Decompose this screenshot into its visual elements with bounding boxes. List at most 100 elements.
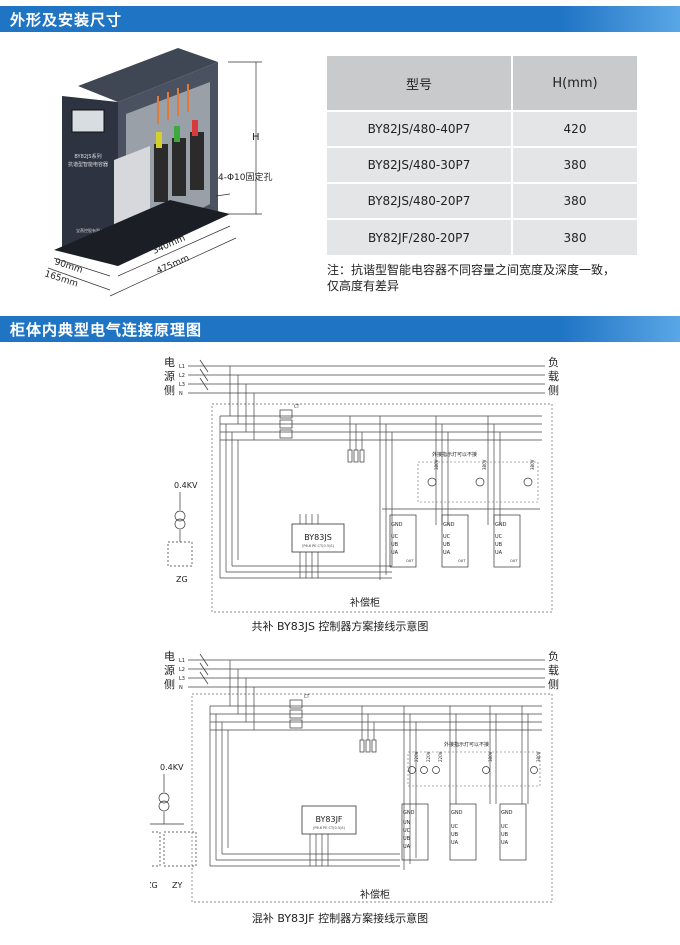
lamp-group xyxy=(407,751,541,787)
panel-text-1: BY82JS系列 xyxy=(74,153,101,160)
bus-lines xyxy=(188,359,545,394)
lamp-voltage: 220V xyxy=(414,751,419,762)
lamp-voltage: 380V xyxy=(434,459,439,470)
fan-fins xyxy=(157,84,189,124)
load-side-char: 载 xyxy=(548,370,559,383)
zg-label: ZG xyxy=(176,575,188,584)
svg-text:UC: UC xyxy=(391,534,399,540)
capacitor-product-drawing: BY82JS系列 抗谐型智能电容器 宝燕控股有限公司 H 4-Φ10固定孔 34… xyxy=(43,48,273,297)
internal-wiring xyxy=(209,660,542,870)
lcd-display xyxy=(71,109,105,133)
ct-label: CT xyxy=(294,404,300,409)
reactor-coil xyxy=(172,138,186,196)
svg-text:UC: UC xyxy=(403,828,411,834)
svg-text:UB: UB xyxy=(451,832,459,838)
svg-text:UB: UB xyxy=(403,836,411,842)
line-label: N xyxy=(179,391,183,397)
voltage-label: 0.4KV xyxy=(174,481,198,490)
svg-text:GND: GND xyxy=(443,522,455,528)
line-label: L1 xyxy=(179,364,185,370)
cabinet-front-panel xyxy=(62,96,118,266)
dimension-lines xyxy=(47,61,262,297)
svg-text:UA: UA xyxy=(391,550,399,556)
fuses xyxy=(347,449,365,463)
source-side-char: 侧 xyxy=(164,678,175,691)
cabinet-boundary xyxy=(191,693,553,903)
cabinet-boundary xyxy=(211,403,553,613)
mounting-base xyxy=(54,200,230,266)
cabinet-top-face xyxy=(78,48,218,102)
controller-label: BY83JS xyxy=(304,533,332,542)
line-label: L3 xyxy=(179,676,185,682)
reactor-coil xyxy=(190,132,204,190)
lamp-group xyxy=(417,461,539,503)
wiring-diagram-js: 电 源 侧 负 载 侧 L1 L2 L3 N xyxy=(164,355,559,613)
line-label: L2 xyxy=(179,373,185,379)
ext-lamp-label: 外接指示灯可以不接 xyxy=(432,451,477,458)
capacitor-modules: GND UC UB UA OUT GND UC UB UA OUT GND UC… xyxy=(389,514,521,568)
svg-text:UB: UB xyxy=(495,542,503,548)
svg-text:OUT: OUT xyxy=(458,559,466,563)
controller-sub: (P6.6 PE CT(0.5)S) xyxy=(313,826,346,830)
cell-model: BY82JF/280-20P7 xyxy=(327,218,512,255)
svg-text:UA: UA xyxy=(403,844,411,850)
line-label: L2 xyxy=(179,667,185,673)
line-label: L1 xyxy=(179,658,185,664)
svg-text:UC: UC xyxy=(495,534,503,540)
cell-model: BY82JS/480-20P7 xyxy=(327,182,512,219)
svg-text:UC: UC xyxy=(451,824,459,830)
wire-green xyxy=(174,126,180,142)
transformer-symbol xyxy=(150,774,197,867)
fuses xyxy=(359,739,377,753)
capacitor-module: GND UN UC UB UA xyxy=(401,803,429,861)
ext-lamp-label: 外接指示灯可以不接 xyxy=(444,741,489,748)
transformer-symbol xyxy=(167,492,193,567)
wire-yellow xyxy=(156,132,162,148)
svg-text:UB: UB xyxy=(501,832,509,838)
capacitor-modules: GND UN UC UB UA GND UC UB UA GND UC UB U… xyxy=(401,803,527,861)
indicator-lamps xyxy=(427,477,533,487)
line-label: N xyxy=(179,685,183,691)
source-side-char: 电 xyxy=(164,650,175,663)
svg-text:GND: GND xyxy=(403,810,415,816)
zg-label: ZG xyxy=(150,881,158,890)
svg-text:UN: UN xyxy=(403,820,411,826)
cell-model: BY82JS/480-30P7 xyxy=(327,146,512,183)
section-title-wiring: 柜体内典型电气连接原理图 xyxy=(10,321,203,339)
lamp-voltage: 380V xyxy=(488,751,493,762)
cell-height: 380 xyxy=(511,218,637,255)
lamp-voltage: 220V xyxy=(426,751,431,762)
load-side-char: 负 xyxy=(548,649,559,663)
lamp-voltage: 380V xyxy=(536,751,541,762)
diagram2-caption: 混补 BY83JF 控制器方案接线示意图 xyxy=(251,912,429,925)
zy-label: ZY xyxy=(172,881,182,890)
load-side-char: 侧 xyxy=(548,384,559,397)
section-title-dimensions: 外形及安装尺寸 xyxy=(10,11,123,29)
section-header-dimensions: 外形及安装尺寸 xyxy=(0,6,680,32)
svg-text:UA: UA xyxy=(443,550,451,556)
cabinet-label: 补偿柜 xyxy=(360,888,390,901)
svg-text:UA: UA xyxy=(495,550,503,556)
svg-text:UC: UC xyxy=(501,824,509,830)
internal-wiring xyxy=(219,366,542,580)
diagram1-caption: 共补 BY83JS 控制器方案接线示意图 xyxy=(251,620,429,633)
header-height: H(mm) xyxy=(511,56,637,111)
lamp-voltage: 220V xyxy=(438,751,443,762)
ct-label: CT xyxy=(304,694,310,699)
source-side-char: 源 xyxy=(164,369,175,383)
controller-sub: (P6.6 PE CT(0.5)S) xyxy=(302,544,335,548)
svg-text:GND: GND xyxy=(495,522,507,528)
cell-height: 380 xyxy=(511,182,637,219)
dim-height: H xyxy=(252,132,260,143)
svg-text:GND: GND xyxy=(501,810,513,816)
controller-label: BY83JF xyxy=(315,815,342,824)
cell-height: 420 xyxy=(511,110,637,147)
svg-text:GND: GND xyxy=(391,522,403,528)
controller-by83jf: BY83JF (P6.6 PE CT(0.5)S) xyxy=(301,805,357,835)
svg-text:OUT: OUT xyxy=(510,559,518,563)
header-accent xyxy=(560,6,680,32)
